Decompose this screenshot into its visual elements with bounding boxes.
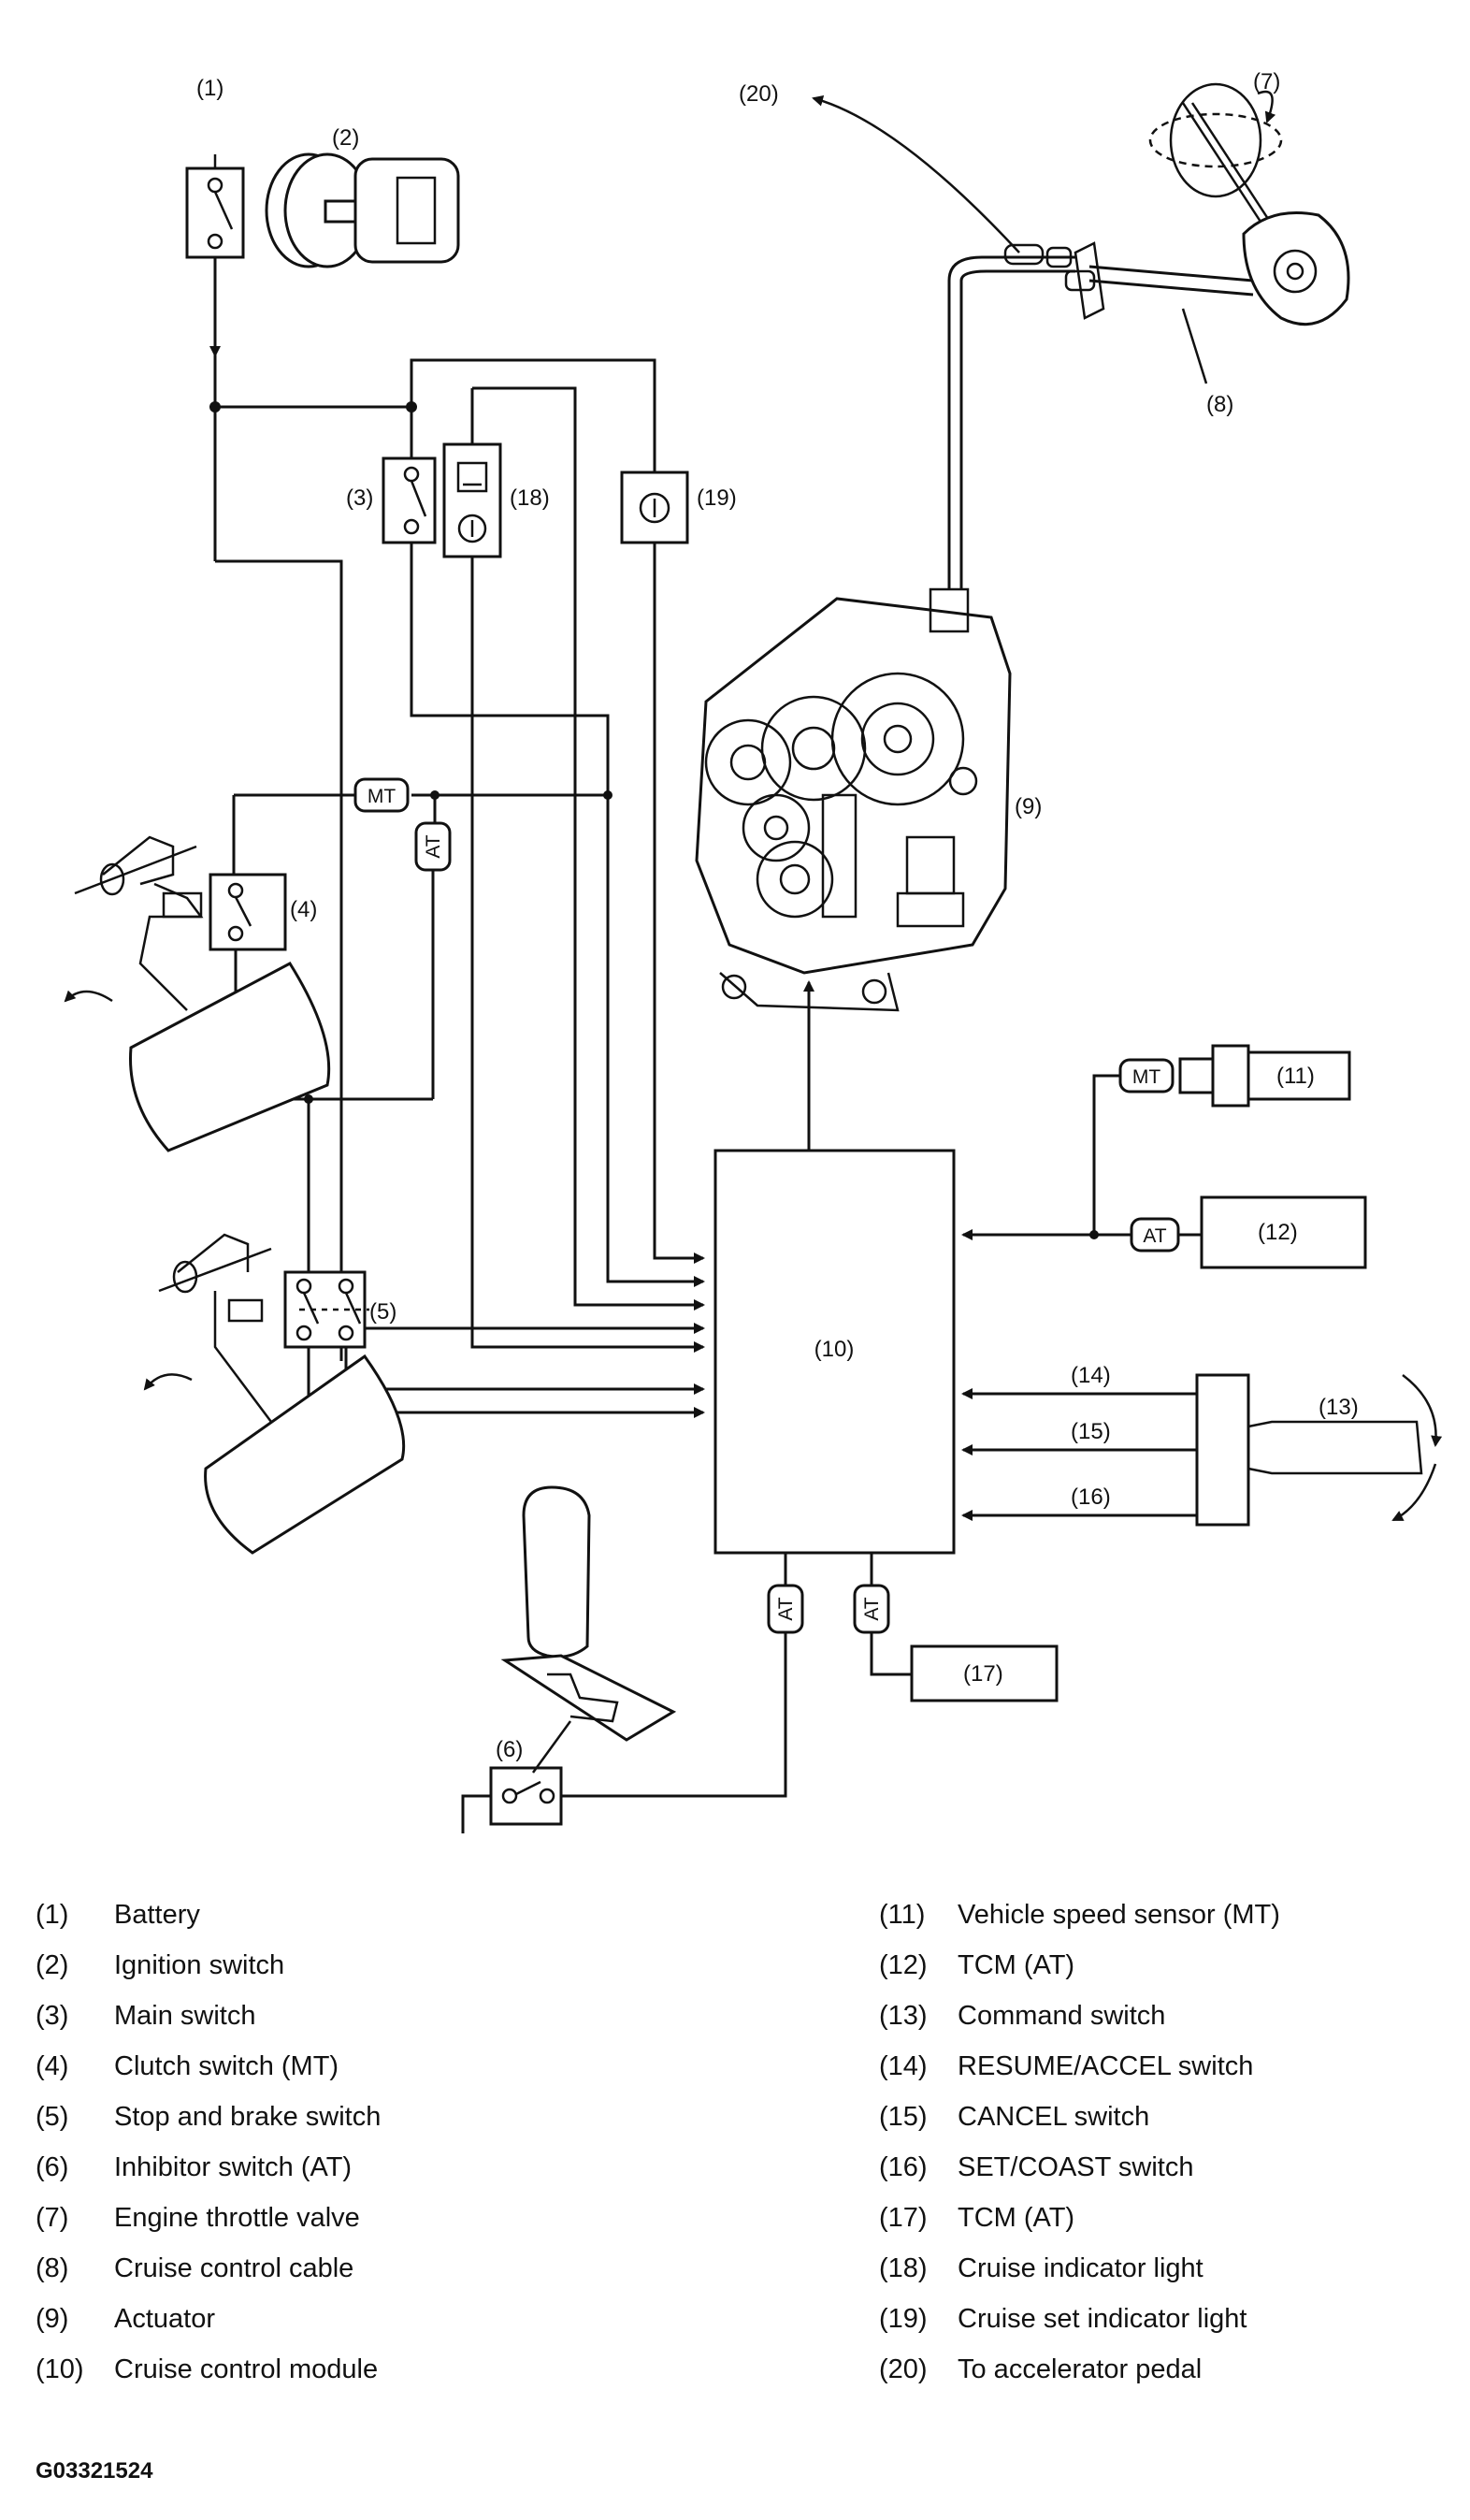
- main-switch-symbol: [382, 407, 437, 544]
- legend-item: (4)Clutch switch (MT): [36, 2050, 339, 2081]
- brake-pedal-drawing: [143, 1233, 406, 1555]
- callout-3: (3): [346, 485, 373, 511]
- engine-throttle-valve-drawing: [1148, 82, 1350, 326]
- vehicle-speed-sensor-drawing: [1178, 1044, 1351, 1108]
- legend: (1)Battery (2)Ignition switch (3)Main sw…: [0, 1890, 1470, 2469]
- legend-item: (2)Ignition switch: [36, 1949, 285, 1980]
- svg-text:AT: AT: [423, 834, 444, 858]
- legend-item: (19)Cruise set indicator light: [879, 2303, 1247, 2334]
- callout-8: (8): [1206, 392, 1233, 417]
- inhibitor-switch-symbol: [461, 1766, 563, 1833]
- legend-item: (10)Cruise control module: [36, 2353, 379, 2384]
- svg-text:AT: AT: [775, 1597, 797, 1620]
- callout-7: (7): [1253, 69, 1280, 94]
- legend-item: (8)Cruise control cable: [36, 2252, 354, 2283]
- callout-16: (16): [1071, 1484, 1111, 1510]
- tcm-box-12: [1200, 1195, 1367, 1269]
- callout-20: (20): [739, 81, 779, 107]
- legend-item: (15)CANCEL switch: [879, 2101, 1150, 2132]
- callout-5: (5): [369, 1299, 396, 1325]
- at-tag-tcm-17: AT: [853, 1584, 890, 1634]
- legend-item: (7)Engine throttle valve: [36, 2202, 360, 2233]
- cruise-control-wiring-diagram: (1) (2) (3) (18) (19): [64, 69, 1443, 1833]
- legend-item: (18)Cruise indicator light: [879, 2252, 1203, 2283]
- main-bus-wire: [215, 358, 656, 477]
- stop-brake-switch-symbol: [283, 1270, 369, 1349]
- at-tag-tcm-12: AT: [1130, 1217, 1180, 1253]
- mt-tag-clutch: MT: [353, 777, 410, 813]
- svg-text:MT: MT: [1132, 1066, 1160, 1088]
- callout-15: (15): [1071, 1419, 1111, 1444]
- callout-11: (11): [1276, 1064, 1315, 1089]
- legend-item: (3)Main switch: [36, 2000, 256, 2031]
- legend-item: (14)RESUME/ACCEL switch: [879, 2050, 1254, 2081]
- cruise-control-cable-drawing: [812, 94, 1254, 384]
- legend-left-column: (1)Battery (2)Ignition switch (3)Main sw…: [36, 1890, 381, 2395]
- shift-lever-drawing: [500, 1485, 677, 1774]
- legend-item: (12)TCM (AT): [879, 1949, 1075, 1980]
- cruise-control-module-box: [713, 1149, 956, 1555]
- svg-text:AT: AT: [861, 1597, 883, 1620]
- command-switch-drawing: [1195, 1373, 1443, 1527]
- clutch-pedal-drawing: [64, 835, 331, 1152]
- mt-tag-speed-sensor: MT: [1118, 1058, 1175, 1093]
- legend-item: (16)SET/COAST switch: [879, 2151, 1194, 2182]
- callout-4: (4): [290, 897, 317, 922]
- callout-14: (14): [1071, 1363, 1111, 1388]
- svg-text:MT: MT: [368, 786, 396, 807]
- at-tag-clutch: AT: [414, 821, 452, 872]
- actuator-drawing: [695, 281, 1012, 1012]
- legend-item: (11)Vehicle speed sensor (MT): [879, 1899, 1280, 1930]
- cruise-indicator-light-symbol: [442, 442, 502, 558]
- legend-item: (5)Stop and brake switch: [36, 2101, 382, 2132]
- legend-item: (13)Command switch: [879, 2000, 1166, 2031]
- ignition-switch-drawing: [265, 152, 460, 268]
- svg-text:AT: AT: [1143, 1225, 1166, 1247]
- legend-item: (6)Inhibitor switch (AT): [36, 2151, 353, 2182]
- callout-9: (9): [1015, 794, 1042, 819]
- legend-item: (9)Actuator: [36, 2303, 215, 2334]
- figure-code: G03321524: [36, 2458, 153, 2484]
- legend-item: (1)Battery: [36, 1899, 200, 1930]
- callout-10: (10): [814, 1337, 855, 1362]
- legend-right-column: (11)Vehicle speed sensor (MT) (12)TCM (A…: [879, 1890, 1280, 2395]
- clutch-switch-symbol: [209, 873, 287, 951]
- callout-18: (18): [510, 485, 550, 511]
- cruise-set-indicator-light-symbol: [620, 471, 689, 544]
- callout-2: (2): [332, 125, 359, 151]
- legend-item: (20)To accelerator pedal: [879, 2353, 1203, 2384]
- legend-item: (17)TCM (AT): [879, 2202, 1075, 2233]
- callout-1: (1): [196, 76, 223, 101]
- callout-13: (13): [1319, 1395, 1359, 1420]
- callout-6: (6): [496, 1737, 523, 1762]
- at-tag-inhibitor: AT: [767, 1584, 804, 1634]
- callout-17: (17): [963, 1661, 1003, 1687]
- callout-12: (12): [1258, 1220, 1298, 1245]
- battery-symbol: [185, 154, 245, 357]
- callout-19: (19): [697, 485, 737, 511]
- tcm-box-17: [910, 1644, 1059, 1702]
